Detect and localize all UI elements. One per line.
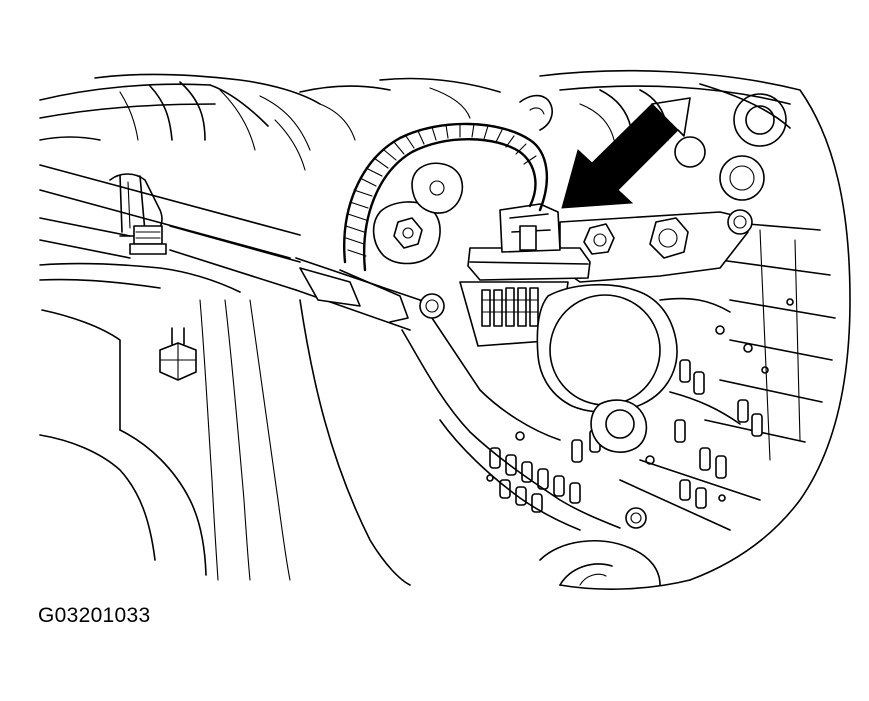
alternator-illustration — [39, 69, 851, 590]
terminal-stud — [372, 162, 464, 265]
mounting-bracket — [39, 164, 421, 331]
wiring-harness — [343, 94, 553, 272]
figure-code-label: G03201033 — [38, 604, 151, 627]
regulator-assembly — [459, 203, 591, 347]
bolt-left-lower — [159, 327, 197, 381]
conduit-ribs — [345, 123, 537, 257]
bolt-left-upper — [129, 225, 167, 255]
housing-arms — [401, 297, 741, 531]
arrow-pointer-icon — [561, 97, 691, 209]
vent-slots — [489, 359, 763, 513]
bearing-housing — [536, 283, 678, 453]
mounting-plate — [559, 209, 753, 283]
adjuster-rod — [299, 267, 445, 323]
housing-holes — [486, 253, 794, 502]
engine-block-outline — [39, 73, 501, 586]
